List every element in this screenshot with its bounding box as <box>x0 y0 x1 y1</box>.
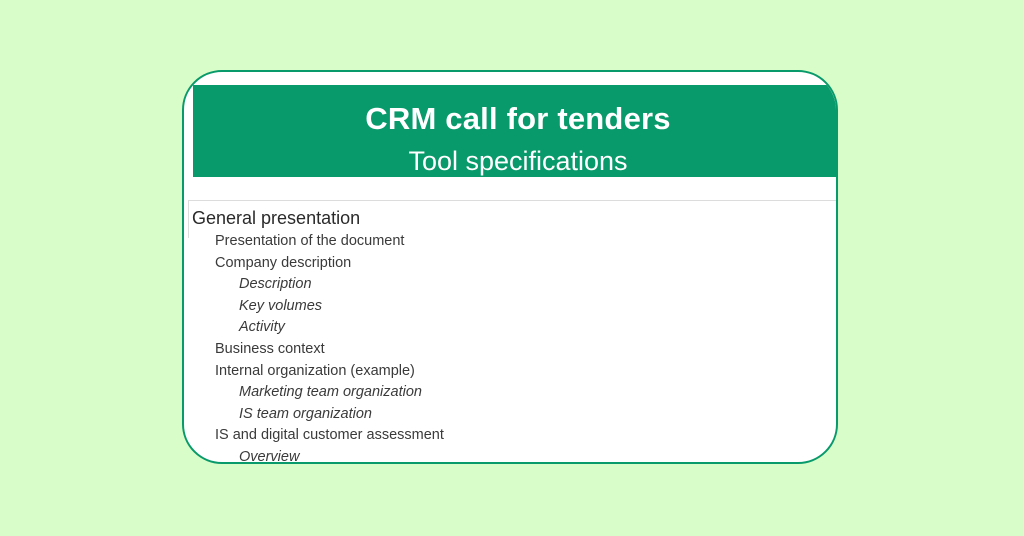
table-of-contents: General presentation Presentation of the… <box>188 200 836 462</box>
toc-item[interactable]: Company description <box>215 254 352 271</box>
toc-subitem[interactable]: Key volumes <box>239 297 323 314</box>
toc-subitem[interactable]: Activity <box>239 319 285 336</box>
toc-subitem[interactable]: Marketing team organization <box>239 384 422 401</box>
document-card: CRM call for tenders Tool specifications… <box>182 70 838 464</box>
toc-item[interactable]: Presentation of the document <box>215 233 405 249</box>
toc-item[interactable]: Business context <box>215 340 325 357</box>
toc-item[interactable]: Internal organization (example) <box>215 362 415 379</box>
toc-item[interactable]: IS and digital customer assessment <box>215 427 444 444</box>
toc-heading[interactable]: General presentation <box>192 208 361 228</box>
toc-subitem[interactable]: Overview <box>239 448 300 464</box>
toc-subitem[interactable]: IS team organization <box>239 405 372 422</box>
page-subtitle: Tool specifications <box>408 146 628 176</box>
toc-subitem[interactable]: Description <box>239 276 312 293</box>
title-banner: CRM call for tenders Tool specifications <box>193 85 836 177</box>
document-edge-divider <box>184 200 189 238</box>
toc-list: Presentation of the document Company des… <box>188 231 444 464</box>
page-title: CRM call for tenders <box>365 101 671 136</box>
